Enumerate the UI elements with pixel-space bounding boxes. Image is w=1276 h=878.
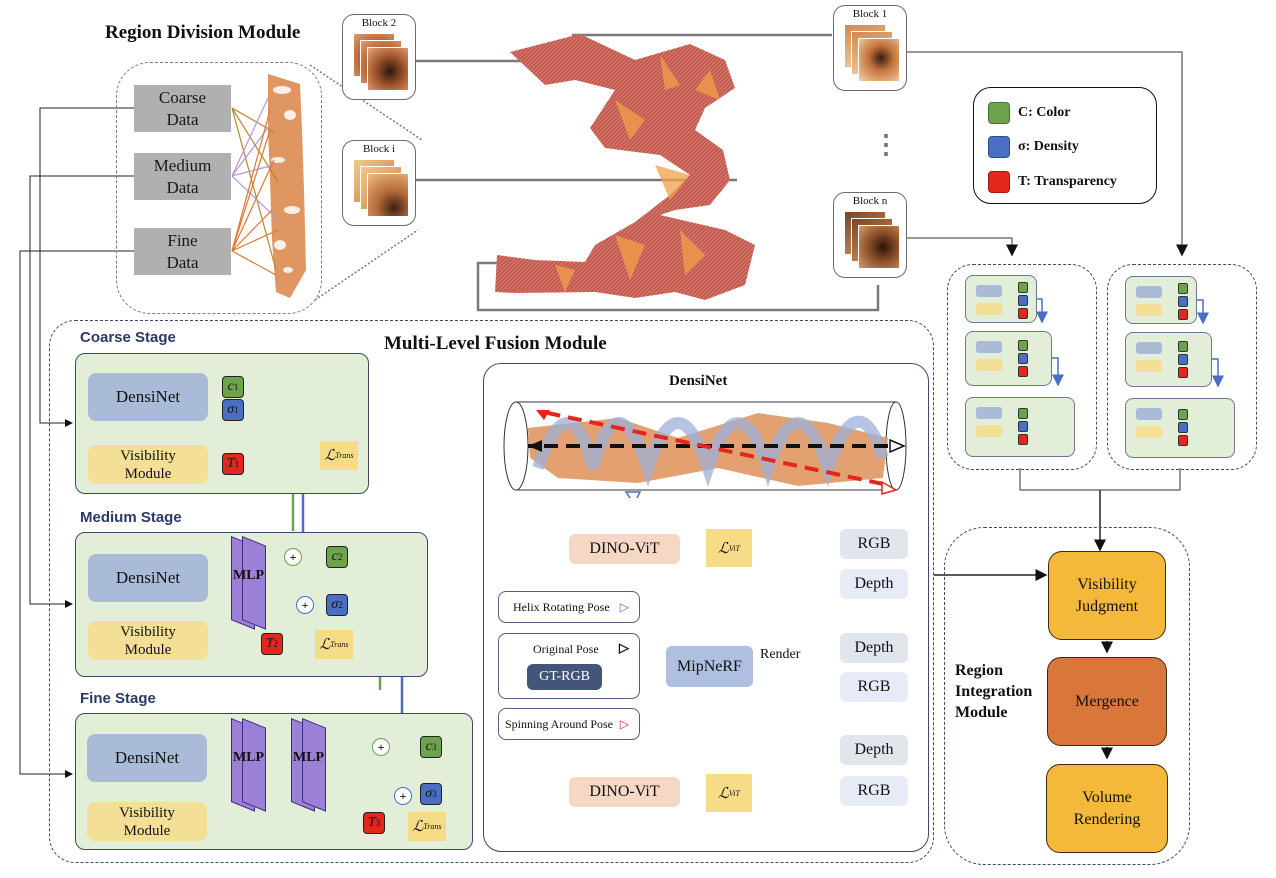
point-cloud-segment [231,74,306,298]
region-division-title: Region Division Module [105,22,301,43]
mini-stage [1125,398,1235,458]
medium-data-box: Medium Data [134,153,231,200]
plus-node: + [394,787,412,805]
blocks-ellipsis: ⋮ [873,130,899,159]
legend-label: T: Transparency [1018,174,1117,189]
color-swatch [988,102,1010,124]
legend-item-color: C: Color [988,102,1071,124]
mini-stage [965,331,1052,386]
region-integration-container [944,527,1190,865]
fine-visibility-module: Visibility Module [87,802,207,841]
block-i-card: Block i [342,140,416,226]
block-n-card: Block n [833,192,907,278]
mini-stage [965,397,1075,457]
helix-rotating-pose: Helix Rotating Pose ▷ [498,591,640,623]
endoscopy-frames [353,159,409,217]
plus-node: + [284,548,302,566]
mini-stage [1125,332,1212,387]
mipnerf-box: MipNeRF [666,646,753,687]
original-pose-camera-icon [889,438,906,454]
mini-stage [965,275,1037,323]
helix-camera-icon: ▷ [619,600,629,614]
medium-visibility-module: Visibility Module [88,621,208,660]
fine-densinet: DensiNet [87,734,207,782]
legend-item-density: σ: Density [988,136,1079,158]
mergence-box: Mergence [1047,657,1167,746]
endoscopy-frames [844,211,900,269]
visibility-judgment-box: Visibility Judgment [1048,551,1166,640]
transparency-swatch [988,171,1010,193]
block-label: Block 1 [852,8,888,20]
gt-rgb-box: GT-RGB [527,664,602,690]
fine-mlp-2: MLP [291,718,331,812]
helix-cylinder [503,401,907,498]
output-depth-blue: Depth [840,569,908,599]
densinet-panel-title: DensiNet [669,373,728,389]
output-rgb-black: RGB [840,672,908,702]
fine-data-box: Fine Data [134,228,231,275]
volume-rendering-box: Volume Rendering [1046,764,1168,853]
legend-label: σ: Density [1018,139,1079,154]
spinning-pose-camera-icon [881,480,898,495]
density-swatch [988,136,1010,158]
output-rgb-blue: RGB [840,529,908,559]
block-group-2 [1107,264,1257,470]
coarse-data-box: Coarse Data [134,85,231,132]
mini-stage [1125,276,1197,324]
helix-pose-camera-icon [624,491,642,498]
block-1-card: Block 1 [833,5,907,91]
block-label: Block n [852,195,888,207]
spinning-around-pose: Spinning Around Pose ▷ [498,708,640,740]
coarse-visibility-module: Visibility Module [88,445,208,484]
output-rgb-red: RGB [840,776,908,806]
original-pose-group: Original Pose ▷ GT-RGB [498,633,640,699]
dino-vit-bottom: DINO-ViT [569,777,680,807]
plus-node: + [296,596,314,614]
coarse-densinet: DensiNet [88,373,208,421]
fine-stage-title: Fine Stage [80,690,156,707]
medium-mlp: MLP [231,536,271,630]
spinning-camera-icon: ▷ [619,717,629,731]
medium-densinet: DensiNet [88,554,208,602]
legend-item-transparency: T: Transparency [988,171,1117,193]
dino-vit-top: DINO-ViT [569,534,680,564]
plus-node: + [372,738,390,756]
endoscopy-frames [844,24,900,82]
medium-stage-title: Medium Stage [80,509,182,526]
coarse-stage-title: Coarse Stage [80,329,176,346]
render-label: Render [760,647,801,662]
fine-mlp-1: MLP [231,718,271,812]
output-depth-black: Depth [840,633,908,663]
output-depth-red: Depth [840,735,908,765]
region-integration-title: Region Integration Module [955,662,1033,721]
fusion-module-container [49,320,934,863]
colon-mesh [495,34,755,300]
region-division-container [116,62,322,314]
legend: C: Color σ: Density T: Transparency [973,87,1157,204]
block-group-1 [947,264,1097,470]
fusion-module-title: Multi-Level Fusion Module [384,333,607,354]
endoscopy-frames [353,33,409,91]
block-2-card: Block 2 [342,14,416,100]
legend-label: C: Color [1018,105,1071,120]
block-label: Block 2 [361,17,397,29]
original-camera-icon: ▷ [619,640,629,655]
block-label: Block i [362,143,396,155]
